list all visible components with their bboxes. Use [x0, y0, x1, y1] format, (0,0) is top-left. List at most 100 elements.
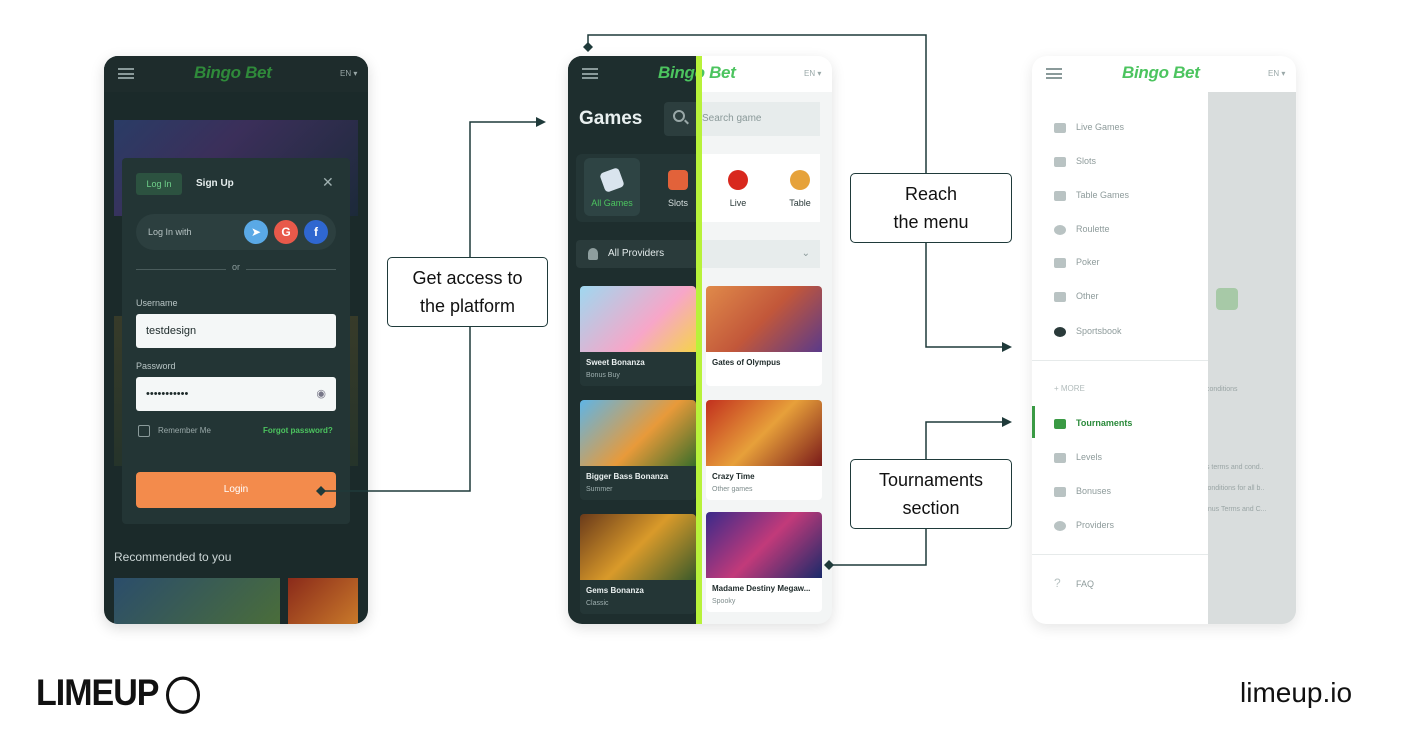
language-selector[interactable]: EN ▾: [340, 69, 358, 78]
close-icon[interactable]: ✕: [322, 174, 334, 190]
callout-line: Reach: [904, 184, 958, 204]
recommended-game-thumb[interactable]: [288, 578, 358, 624]
game-thumbnail: [580, 514, 696, 580]
diamond-marker: [824, 560, 834, 570]
menu-item-providers[interactable]: Providers: [1054, 520, 1114, 531]
providers-dropdown-light[interactable]: ⌄: [700, 240, 820, 268]
menu-label: Bonuses: [1076, 486, 1112, 496]
tab-live[interactable]: Live: [710, 158, 766, 216]
search-input-light[interactable]: Search game: [700, 102, 820, 136]
divider: [1032, 554, 1208, 555]
menu-label: Poker: [1076, 257, 1100, 267]
game-thumbnail: [580, 286, 696, 352]
tab-label: Slots: [667, 198, 688, 208]
menu-item-tournaments[interactable]: Tournaments: [1054, 418, 1132, 429]
limeup-wordmark: LIMEUP: [36, 672, 159, 714]
menu-label: Roulette: [1076, 224, 1110, 234]
game-title: Crazy Time: [712, 472, 755, 481]
game-card[interactable]: Gems Bonanza Classic: [580, 514, 696, 614]
language-selector[interactable]: EN ▾: [1268, 69, 1286, 78]
top-bar: Bingo Bet EN ▾: [568, 56, 832, 92]
menu-item-slots[interactable]: Slots: [1054, 156, 1096, 167]
facebook-icon: [1216, 288, 1238, 310]
tab-all-games[interactable]: All Games: [584, 158, 640, 216]
password-value: •••••••••••: [146, 388, 189, 400]
callout-reach-menu: Reach the menu: [850, 173, 1012, 243]
tab-signup[interactable]: Sign Up: [196, 178, 234, 189]
connector-menu: [587, 34, 1004, 348]
menu-item-roulette[interactable]: Roulette: [1054, 224, 1110, 235]
game-card[interactable]: Sweet Bonanza Bonus Buy: [580, 286, 696, 386]
bg-text: onus Terms and C...: [1204, 506, 1267, 513]
hamburger-icon[interactable]: [118, 68, 134, 79]
game-card[interactable]: Madame Destiny Megaw... Spooky: [706, 512, 822, 612]
callout-line: the platform: [419, 296, 516, 316]
menu-item-sportsbook[interactable]: Sportsbook: [1054, 326, 1122, 337]
game-title: Sweet Bonanza: [586, 358, 645, 367]
menu-label: Providers: [1076, 520, 1115, 530]
more-toggle[interactable]: + MORE: [1054, 384, 1085, 393]
google-icon[interactable]: G: [274, 220, 298, 244]
limeup-logo: LIMEUP: [36, 672, 201, 715]
question-icon: ?: [1054, 576, 1061, 590]
callout-tournaments: Tournaments section: [850, 459, 1012, 529]
gift-icon: [1054, 486, 1066, 497]
tab-label: Table: [789, 198, 811, 208]
remember-me-checkbox[interactable]: [138, 425, 150, 437]
tab-label: All Games: [591, 198, 633, 208]
game-card[interactable]: Bigger Bass Bonanza Summer: [580, 400, 696, 500]
game-subtitle: Classic: [586, 600, 609, 607]
chips-icon: [790, 170, 810, 190]
gear-icon: [1054, 520, 1066, 531]
hamburger-icon[interactable]: [1046, 68, 1062, 79]
language-selector[interactable]: EN ▾: [804, 69, 822, 78]
facebook-icon[interactable]: f: [304, 220, 328, 244]
username-field[interactable]: testdesign: [136, 314, 336, 348]
or-separator: or: [226, 262, 247, 272]
telegram-icon[interactable]: ➤: [244, 220, 268, 244]
arrow-head: [1002, 342, 1012, 352]
page-overlay[interactable]: conditions ts terms and cond.. condition…: [1204, 92, 1296, 624]
games-screen: Bingo Bet EN ▾ Games Search game All Gam…: [568, 56, 832, 624]
theme-split-divider: [696, 56, 702, 624]
hamburger-icon[interactable]: [582, 68, 598, 79]
poker-icon: [1054, 257, 1066, 268]
username-label: Username: [136, 298, 178, 308]
video-icon: [1054, 122, 1066, 133]
menu-item-live-games[interactable]: Live Games: [1054, 122, 1124, 133]
callout-line: Get access to: [412, 268, 523, 288]
callout-line: section: [902, 498, 960, 518]
tab-login[interactable]: Log In: [136, 173, 182, 195]
limeup-url: limeup.io: [1240, 677, 1353, 708]
tab-table[interactable]: Table: [772, 158, 828, 216]
game-thumbnail: [580, 400, 696, 466]
eye-icon[interactable]: ◉: [316, 388, 326, 400]
menu-item-poker[interactable]: Poker: [1054, 257, 1100, 268]
play-icon: [728, 170, 748, 190]
password-field[interactable]: ••••••••••• ◉: [136, 377, 336, 411]
game-card[interactable]: Gates of Olympus: [706, 286, 822, 386]
menu-item-table-games[interactable]: Table Games: [1054, 190, 1129, 201]
menu-label: Sportsbook: [1076, 326, 1122, 336]
login-screen: Bingo Bet EN ▾ Log In Sign Up ✕ Log In w…: [104, 56, 368, 624]
menu-item-levels[interactable]: Levels: [1054, 452, 1102, 463]
login-button[interactable]: Login: [136, 472, 336, 508]
bingobet-logo: Bingo Bet: [194, 63, 272, 82]
divider: [1032, 360, 1208, 361]
menu-label: FAQ: [1076, 579, 1095, 589]
menu-label: Slots: [1076, 156, 1097, 166]
menu-item-bonuses[interactable]: Bonuses: [1054, 486, 1111, 497]
game-card[interactable]: Crazy Time Other games: [706, 400, 822, 500]
forgot-password-link[interactable]: Forgot password?: [263, 426, 333, 435]
bg-text: ts terms and cond..: [1204, 464, 1264, 471]
other-icon: [1054, 291, 1066, 302]
recommended-game-thumb[interactable]: [114, 578, 280, 624]
tab-slots[interactable]: Slots: [650, 158, 706, 216]
menu-label: Other: [1076, 291, 1099, 301]
menu-item-faq[interactable]: ? FAQ: [1054, 576, 1094, 590]
menu-item-other[interactable]: Other: [1054, 291, 1099, 302]
search-icon: [673, 110, 685, 122]
game-title: Gates of Olympus: [712, 358, 781, 367]
game-subtitle: Spooky: [712, 598, 736, 605]
